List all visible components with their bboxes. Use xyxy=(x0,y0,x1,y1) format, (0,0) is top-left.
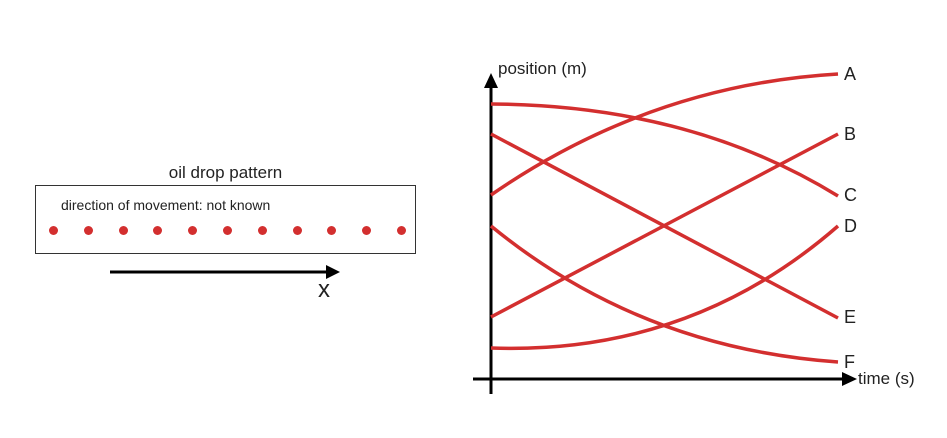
oil-drop-dot xyxy=(49,226,58,235)
oil-drop-dot xyxy=(83,226,93,235)
curve-e xyxy=(490,132,839,320)
curve-label-a: A xyxy=(844,64,856,84)
curve-c xyxy=(490,102,839,198)
oil-drop-dot xyxy=(153,226,163,235)
curve-label-d: D xyxy=(844,216,857,236)
curve-label-f: F xyxy=(844,352,855,372)
oil-drop-dot xyxy=(362,226,372,235)
oil-drop-dot xyxy=(292,226,302,235)
oil-drop-dot xyxy=(397,226,406,235)
oil-drop-dot xyxy=(327,226,337,235)
curve-d xyxy=(490,224,840,351)
x-direction-arrowhead xyxy=(326,265,340,279)
oil-drop-dots xyxy=(36,186,415,253)
x-axis-symbol: x xyxy=(318,276,330,303)
y-axis-label: position (m) xyxy=(498,59,587,78)
x-axis-arrowhead xyxy=(842,372,857,386)
curve-a xyxy=(490,72,839,197)
oil-drop-dot xyxy=(257,226,267,235)
oil-drop-pattern-box: direction of movement: not known xyxy=(35,185,416,254)
curve-label-b: B xyxy=(844,124,856,144)
curve-label-e: E xyxy=(844,307,856,327)
oil-drop-dot xyxy=(118,226,128,235)
x-axis-label: time (s) xyxy=(858,369,915,388)
oil-drop-dot xyxy=(223,226,232,235)
direction-note: direction of movement: not known xyxy=(61,197,271,213)
oil-drop-title: oil drop pattern xyxy=(168,163,283,182)
y-axis-arrowhead xyxy=(484,73,498,88)
curve-label-c: C xyxy=(844,185,857,205)
oil-drop-dot xyxy=(188,226,198,235)
curve-f xyxy=(489,224,839,364)
